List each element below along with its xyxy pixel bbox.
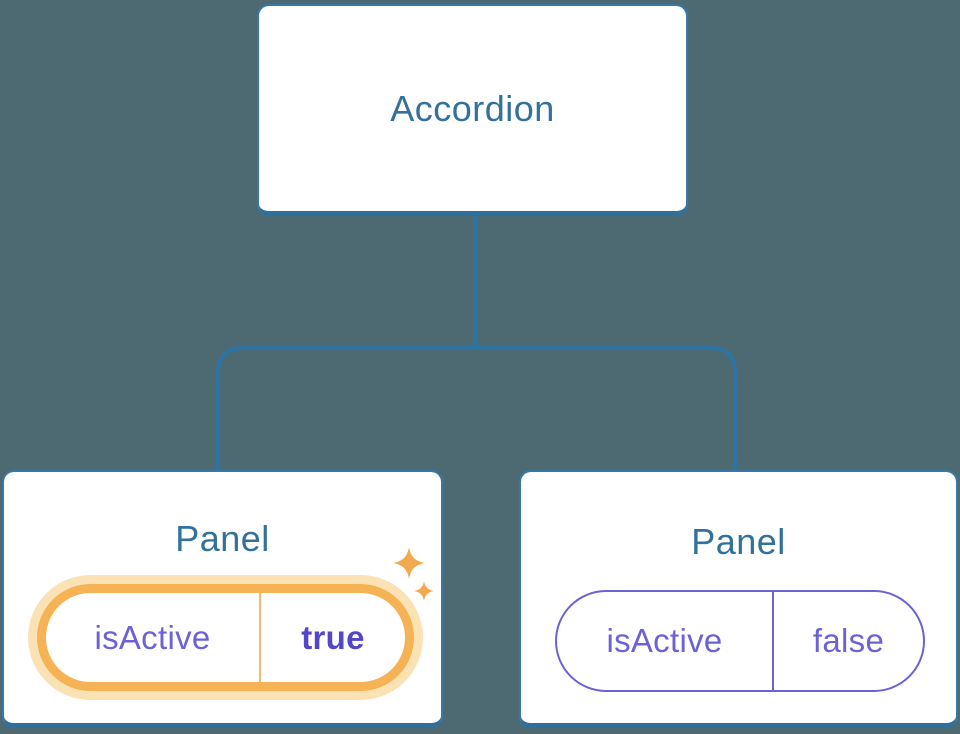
connector-branch-line (216, 346, 737, 471)
state-prop-value: false (812, 622, 885, 659)
accordion-node-label: Accordion (390, 87, 555, 129)
panel-node-active: Panel isActive true (2, 470, 443, 728)
state-prop-name: isActive (94, 618, 211, 656)
state-prop-value: true (301, 618, 365, 656)
sparkle-icon-large (393, 547, 425, 579)
panel-node-title: Panel (175, 518, 270, 559)
state-pill-active: isActive true (37, 584, 414, 691)
panel-node-inactive: Panel isActive false (519, 470, 958, 728)
panel-node-title: Panel (691, 521, 786, 562)
state-pill-inactive: isActive false (555, 590, 925, 692)
pill-divider (772, 592, 774, 690)
pill-divider (259, 593, 261, 682)
sparkle-icon (393, 547, 434, 601)
state-prop-name: isActive (606, 622, 723, 659)
accordion-node: Accordion (257, 4, 688, 216)
sparkle-icon-small (414, 581, 434, 601)
